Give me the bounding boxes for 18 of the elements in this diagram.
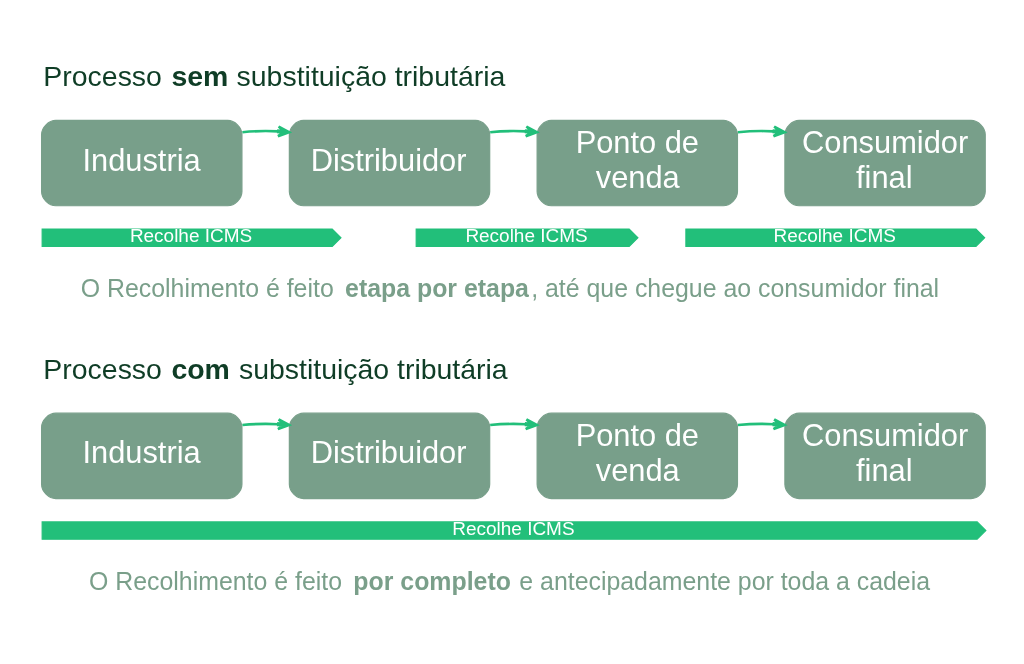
arrow: [242, 418, 291, 431]
node-box: Distribuidor: [288, 412, 491, 500]
node-box: Consumidor final: [784, 412, 986, 500]
node-box: Industria: [41, 119, 243, 207]
arrow: [737, 125, 786, 138]
label: O Recolhimento é feito etapa por etapa, até que chegue ao consumidor final: [80, 273, 940, 302]
node-box: Distribuidor: [288, 119, 491, 207]
arrow: [490, 418, 539, 431]
node-box: Industria: [41, 412, 243, 500]
node-box: Ponto de venda: [536, 119, 739, 207]
arrow: [490, 125, 539, 138]
node-box: Consumidor final: [784, 119, 986, 207]
label: O Recolhimento é feito por completo e antecipadamente por toda a cadeia: [89, 566, 931, 595]
arrow: [242, 125, 291, 138]
arrow: [737, 418, 786, 431]
label: Processo sem substituição tributária: [43, 60, 506, 93]
label: Processo com substituição tributária: [43, 353, 508, 386]
node-box: Ponto de venda: [536, 412, 739, 500]
